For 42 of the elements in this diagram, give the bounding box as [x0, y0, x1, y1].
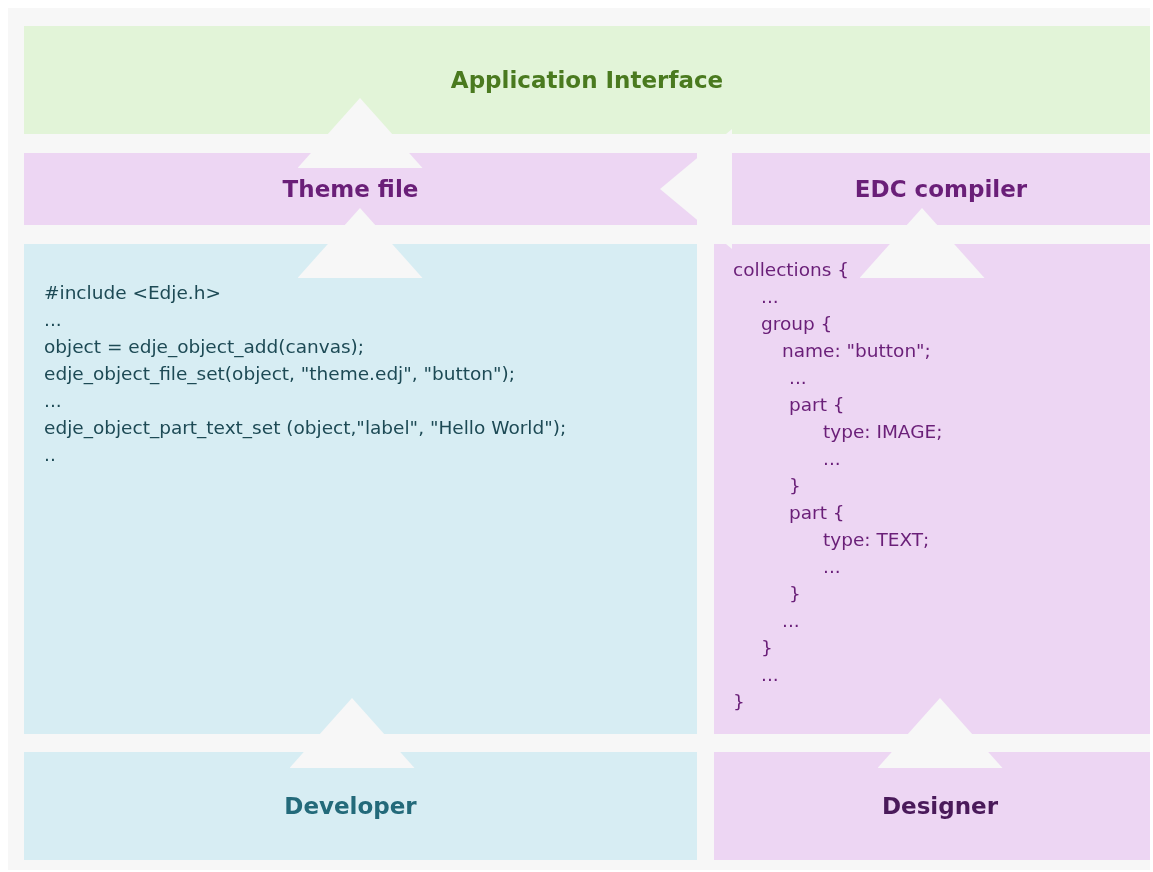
arrow: [877, 698, 1003, 768]
code-line: object = edje_object_add(canvas);: [44, 335, 365, 360]
process-band: [24, 153, 697, 225]
code-line: ...: [761, 285, 779, 309]
code-line: type: IMAGE;: [823, 420, 943, 444]
arrow: [297, 208, 423, 278]
code-line: edje_object_file_set(object, "theme.edj", "button");: [44, 362, 516, 387]
code-line: name: "button";: [782, 339, 931, 363]
node-label: Application Interface: [450, 65, 724, 95]
layer-band: [24, 26, 1150, 134]
code-line: ...: [823, 447, 841, 471]
node-label: Designer: [881, 791, 998, 821]
code-line: }: [761, 636, 773, 660]
code-line: group {: [761, 312, 833, 336]
arrow: [297, 98, 423, 168]
code-line: ..: [44, 443, 56, 467]
code-panel: [24, 244, 697, 734]
code-line: ...: [782, 609, 800, 633]
role-box: [714, 752, 1150, 860]
code-line: ...: [823, 555, 841, 579]
code-line: }: [789, 474, 801, 498]
code-line: part {: [789, 501, 845, 525]
code-line: edje_object_part_text_set (object,"label", "Hello World");: [44, 416, 567, 441]
arrow: [660, 129, 733, 249]
role-box: [24, 752, 697, 860]
process-band: [732, 153, 1150, 225]
node-label: EDC compiler: [854, 174, 1028, 204]
code-line: ...: [44, 308, 62, 332]
code-line: ...: [761, 663, 779, 687]
arrow: [859, 208, 985, 278]
code-line: }: [789, 582, 801, 606]
code-line: #include <Edje.h>: [44, 281, 221, 305]
code-line: part {: [789, 393, 845, 417]
code-line: type: TEXT;: [823, 528, 930, 552]
arrow: [289, 698, 415, 768]
code-line: ...: [44, 389, 62, 413]
code-line: }: [733, 690, 745, 714]
node-label: Theme file: [282, 174, 419, 204]
node-label: Developer: [284, 791, 417, 821]
code-panel: [714, 244, 1150, 734]
code-line: collections {: [733, 258, 850, 282]
code-line: ...: [789, 366, 807, 390]
